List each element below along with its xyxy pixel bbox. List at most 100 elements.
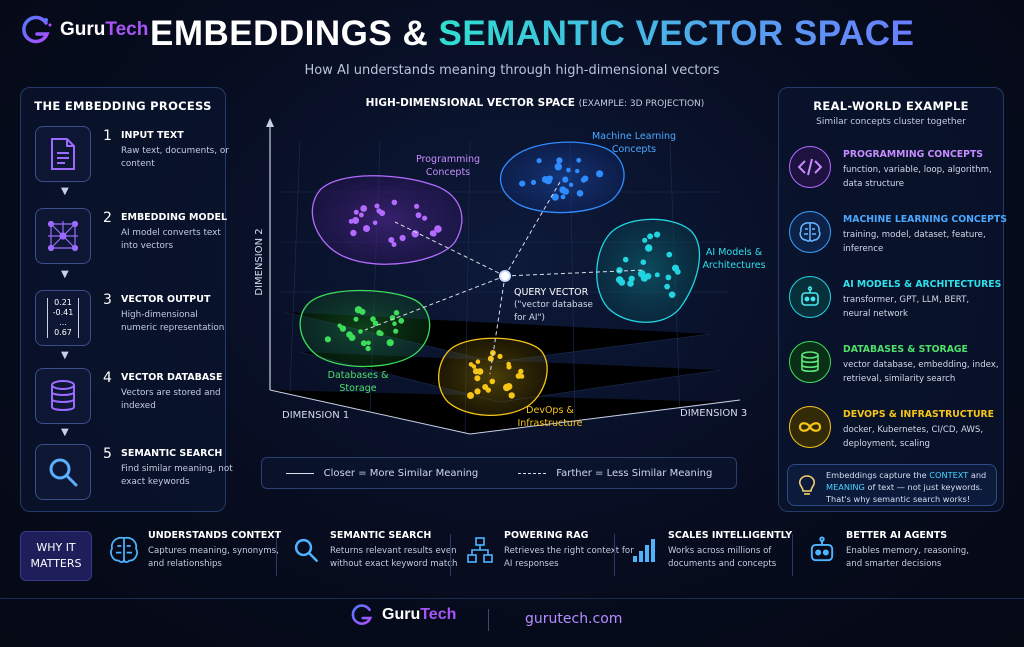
cluster-dot (352, 217, 360, 224)
insight-text-a: Embeddings capture the (826, 470, 927, 480)
cluster-dot (350, 229, 357, 237)
infinity-icon (789, 406, 831, 448)
cluster-dot (546, 175, 553, 182)
step-desc: Find similar meaning, not exact keywords (121, 464, 233, 487)
brand-logo[interactable]: GuruTech (20, 14, 148, 46)
cluster-label-machine-learning: Machine Learning Concepts (591, 131, 677, 155)
step-number: 1 (103, 128, 112, 144)
down-arrow-icon: ▼ (61, 186, 69, 197)
cluster-dot (640, 259, 647, 265)
robot-icon (804, 532, 840, 568)
footer-separator (488, 609, 489, 631)
cluster-dot (562, 176, 569, 183)
cluster-dot (388, 237, 395, 243)
example-title: DEVOPS & INFRASTRUCTURE (843, 409, 995, 420)
cluster-dot (536, 158, 542, 164)
cluster-blob-programming (311, 175, 463, 265)
vector-value: 0.21 (54, 298, 72, 307)
example-desc: training, model, dataset, feature, infer… (843, 230, 986, 254)
cluster-dot (411, 230, 419, 238)
code-icon (789, 146, 831, 188)
step-desc: Vectors are stored and indexed (121, 388, 221, 411)
cluster-dot (365, 345, 371, 352)
cluster-dot (366, 340, 371, 346)
cluster-dot (392, 321, 397, 326)
legend-dashed-text: Farther = Less Similar Meaning (556, 467, 713, 479)
cluster-dot (393, 328, 399, 334)
cluster-dot (372, 320, 379, 327)
insight-text: Embeddings capture the CONTEXT and MEANI… (826, 469, 996, 505)
axis-label-z: DIMENSION 3 (680, 408, 747, 419)
example-machine-learning: MACHINE LEARNING CONCEPTS training, mode… (789, 209, 1007, 269)
cluster-dot (324, 336, 331, 343)
query-vector-title: QUERY VECTOR (514, 287, 589, 298)
benefit-desc: Enables memory, reasoning, and smarter d… (846, 546, 969, 569)
cluster-dot (468, 362, 474, 367)
step-number: 2 (103, 210, 112, 226)
down-arrow-icon: ▼ (61, 269, 69, 280)
cluster-dot (518, 368, 524, 375)
step-desc: Raw text, documents, or content (121, 146, 229, 169)
benefit-title: SCALES INTELLIGENTLY (668, 530, 793, 541)
legend-dashed: Farther = Less Similar Meaning (518, 468, 712, 479)
gurutech-logo-icon (22, 15, 52, 44)
robot-icon (789, 276, 831, 318)
lightbulb-icon (799, 475, 815, 495)
cluster-dot (575, 168, 580, 174)
insight-text-b: CONTEXT (929, 470, 969, 480)
footer-brand-name-b: Tech (420, 606, 457, 623)
embedding-process-panel: THE EMBEDDING PROCESS 1 INPUT TEXT Raw t… (20, 87, 233, 512)
footer-logo[interactable]: GuruTech (350, 603, 456, 627)
cluster-dot (673, 265, 679, 271)
step-input-text: 1 INPUT TEXT Raw text, documents, or con… (35, 126, 229, 190)
step-number: 4 (103, 370, 112, 386)
step-vector-database: 4 VECTOR DATABASE Vectors are stored and… (35, 368, 223, 432)
panel-title: REAL-WORLD EXAMPLE (813, 99, 969, 113)
vector-value: -0.41 (52, 308, 74, 317)
cluster-dot (497, 353, 503, 359)
insight-callout: Embeddings capture the CONTEXT and MEANI… (787, 464, 997, 506)
network-icon (35, 208, 91, 264)
cluster-dot (474, 388, 481, 395)
cluster-dot (363, 225, 370, 232)
cluster-dot (560, 194, 566, 200)
cluster-dot (508, 392, 515, 399)
cluster-dot (374, 203, 380, 209)
step-desc: AI model converts text into vectors (121, 228, 221, 251)
real-world-example-panel: REAL-WORLD EXAMPLE Similar concepts clus… (778, 87, 1007, 512)
step-desc: High-dimensional numeric representation (121, 310, 225, 333)
cluster-dot (647, 233, 654, 240)
cluster-dot (556, 157, 563, 164)
query-vector-label: QUERY VECTOR ("vector database for AI") (514, 286, 594, 325)
step-embedding-model: 2 EMBEDDING MODEL AI model converts text… (35, 208, 227, 272)
cluster-dot (434, 225, 442, 233)
cluster-blob-databases (299, 289, 431, 368)
cluster-label-programming: Programming Concepts (415, 154, 481, 178)
axis-label-y: DIMENSION 2 (254, 228, 265, 295)
cluster-dot (665, 274, 672, 281)
legend: Closer = More Similar Meaning Farther = … (261, 457, 737, 489)
panel-title: THE EMBEDDING PROCESS (34, 99, 212, 113)
example-title: MACHINE LEARNING CONCEPTS (843, 214, 1007, 225)
cluster-dot (391, 242, 397, 247)
cluster-dot (506, 364, 512, 370)
cluster-dot (359, 212, 364, 218)
footer-brand-name-a: Guru (382, 606, 421, 623)
cluster-dot (576, 190, 584, 197)
step-title: SEMANTIC SEARCH (121, 448, 223, 459)
cluster-dot (554, 163, 562, 171)
example-programming: PROGRAMMING CONCEPTS function, variable,… (789, 144, 999, 204)
example-title: DATABASES & STORAGE (843, 344, 968, 355)
legend-solid: Closer = More Similar Meaning (285, 468, 478, 479)
brand-name-a: Guru (60, 19, 106, 40)
step-vector-output: 0.21 -0.41 ... 0.67 3 VECTOR OUTPUT High… (35, 290, 224, 354)
panel-subtitle: Similar concepts cluster together (816, 117, 966, 127)
axes (266, 118, 741, 435)
example-desc: transformer, GPT, LLM, BERT, neural netw… (843, 295, 970, 319)
benefit-understands-context: UNDERSTANDS CONTEXT Captures meaning, sy… (106, 528, 281, 584)
benefit-desc: Retrieves the right context for AI respo… (504, 546, 634, 569)
step-title: INPUT TEXT (121, 130, 184, 141)
example-title: PROGRAMMING CONCEPTS (843, 149, 984, 160)
cluster-dot (414, 203, 420, 209)
footer-url-link[interactable]: gurutech.com (525, 611, 623, 627)
